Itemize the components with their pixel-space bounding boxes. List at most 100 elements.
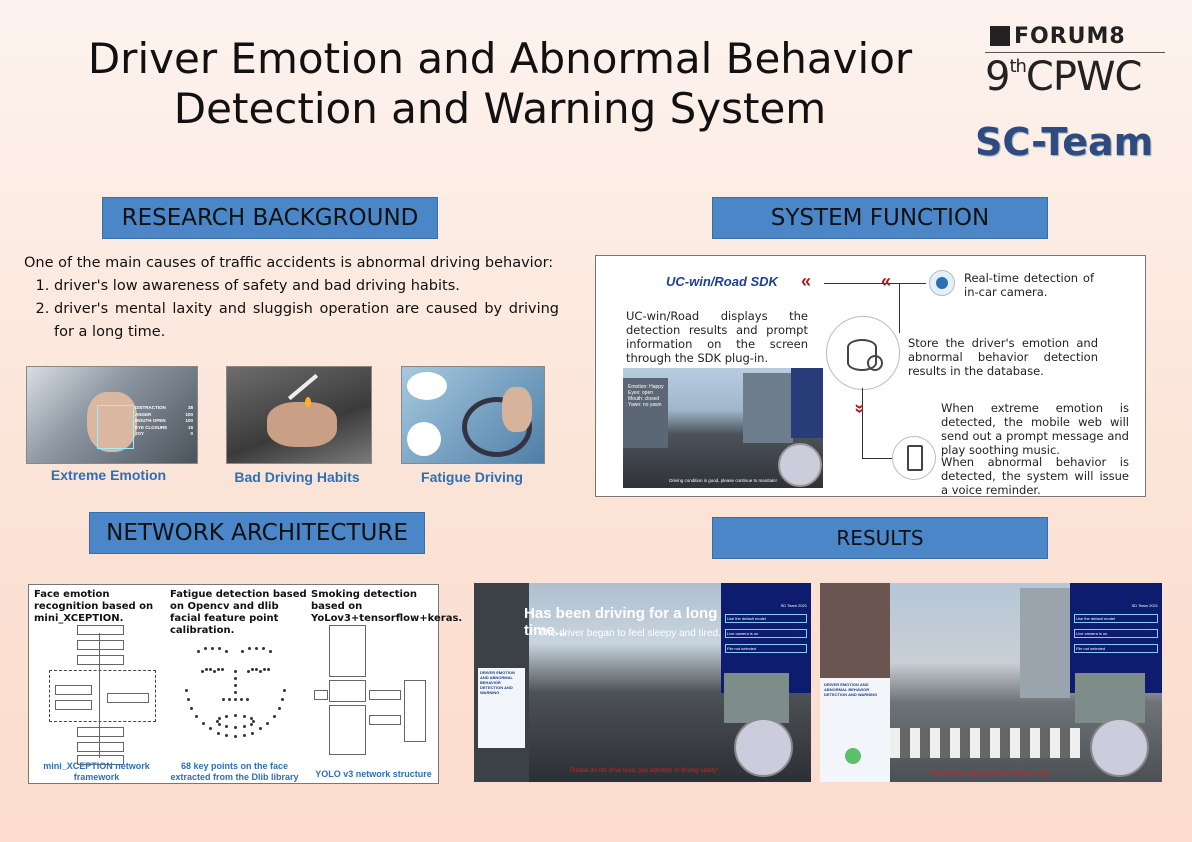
database-circle bbox=[826, 316, 900, 390]
network-block bbox=[314, 690, 328, 700]
connector-line bbox=[862, 388, 863, 458]
network-block bbox=[77, 755, 124, 765]
forum8-text: FORUM8 bbox=[1014, 24, 1126, 49]
caption-fatigue: Fatigue Driving bbox=[421, 469, 523, 485]
speedometer bbox=[778, 443, 822, 487]
landmark-point bbox=[251, 668, 254, 671]
landmark-point bbox=[225, 734, 229, 738]
detection-panel bbox=[791, 368, 823, 438]
phone-screen: DRIVER EMOTION AND ABNORMAL BEHAVIOR DET… bbox=[820, 678, 890, 782]
cigarette-shape bbox=[287, 373, 319, 401]
cpwc-number: 9 bbox=[985, 54, 1010, 100]
warning-description-2: When abnormal behavior is detected, the … bbox=[941, 455, 1129, 497]
panel-item: Live camera is on bbox=[1074, 629, 1158, 638]
building-shape bbox=[743, 373, 793, 443]
system-function-header: SYSTEM FUNCTION bbox=[712, 197, 1048, 239]
camera-feed bbox=[1075, 673, 1145, 723]
landmark-point bbox=[218, 717, 222, 720]
landmark-point bbox=[221, 668, 224, 671]
landmark-point bbox=[255, 647, 258, 650]
team-name: SC-Team bbox=[975, 120, 1154, 164]
landmark-point bbox=[222, 698, 225, 701]
fatigue-heading: Fatigue detection based on Opencv and dl… bbox=[170, 589, 307, 636]
landmark-point bbox=[262, 647, 265, 650]
cube-icon bbox=[990, 26, 1010, 46]
xception-diagram bbox=[47, 625, 157, 765]
landmark-point bbox=[267, 668, 270, 671]
network-block bbox=[369, 715, 401, 725]
face-landmarks bbox=[179, 640, 289, 755]
landmark-point bbox=[240, 698, 243, 701]
arrow-down-icon: « bbox=[848, 403, 869, 414]
cpwc-text: CPWC bbox=[1025, 54, 1143, 100]
caption-extreme-emotion: Extreme Emotion bbox=[50, 467, 167, 483]
smoking-heading: Smoking detection based on YoLov3+tensor… bbox=[311, 589, 463, 624]
landmark-point bbox=[249, 723, 253, 726]
landmark-point bbox=[259, 727, 263, 731]
landmark-point bbox=[263, 668, 266, 671]
database-description: Store the driver's emotion and abnormal … bbox=[908, 336, 1098, 378]
landmark-point bbox=[243, 714, 246, 718]
network-block bbox=[77, 742, 124, 752]
landmark-point bbox=[205, 668, 208, 671]
landmark-point bbox=[248, 647, 251, 650]
panel-item: File not selected bbox=[725, 644, 807, 653]
landmark-point bbox=[213, 670, 216, 673]
panel-item: File not selected bbox=[1074, 644, 1158, 653]
dlib-caption: 68 key points on the face extracted from… bbox=[170, 761, 299, 782]
landmark-point bbox=[269, 650, 272, 653]
landmark-point bbox=[225, 714, 228, 718]
cpwc-sup: th bbox=[1009, 56, 1026, 77]
panel-item: Use the default model bbox=[725, 614, 807, 623]
logo-divider bbox=[985, 52, 1165, 53]
flow-line bbox=[99, 633, 100, 758]
arrow-left-icon: « bbox=[801, 271, 812, 291]
ucwin-description: UC-win/Road displays the detection resul… bbox=[626, 309, 808, 365]
network-block bbox=[77, 640, 124, 650]
phone-screen: DRIVER EMOTION AND ABNORMAL BEHAVIOR DET… bbox=[478, 668, 525, 748]
landmark-point bbox=[225, 650, 228, 653]
yolo-diagram bbox=[314, 625, 429, 755]
network-block bbox=[77, 655, 124, 665]
landmark-point bbox=[266, 721, 270, 725]
landmark-point bbox=[249, 717, 253, 720]
landmark-point bbox=[234, 726, 237, 729]
background-list: driver's low awareness of safety and bad… bbox=[24, 275, 559, 344]
title-line-1: Driver Emotion and Abnormal Behavior bbox=[87, 34, 913, 83]
landmark-point bbox=[217, 668, 220, 671]
network-block bbox=[107, 693, 149, 703]
cpwc-logo: 9thCPWC bbox=[985, 54, 1170, 100]
panel-date: SD Team 2021 bbox=[780, 603, 807, 608]
landmark-point bbox=[247, 670, 250, 673]
landmark-point bbox=[190, 706, 194, 710]
caption-bad-habits: Bad Driving Habits bbox=[234, 469, 360, 485]
landmark-point bbox=[283, 688, 287, 692]
connector-line bbox=[896, 283, 926, 284]
face-box bbox=[97, 405, 134, 449]
phone-title: DRIVER EMOTION AND ABNORMAL BEHAVIOR DET… bbox=[824, 682, 878, 697]
landmark-point bbox=[216, 731, 220, 735]
landmark-point bbox=[255, 668, 258, 671]
connector-line bbox=[899, 283, 900, 333]
phone-icon bbox=[907, 445, 923, 471]
result-1-title: Has been driving for a long time... bbox=[524, 605, 718, 639]
xception-caption: mini_XCEPTION network framework bbox=[43, 761, 150, 782]
face-shape bbox=[87, 392, 137, 452]
eye-circle bbox=[407, 372, 447, 400]
landmark-point bbox=[272, 714, 276, 718]
landmark-point bbox=[234, 735, 237, 738]
landmark-point bbox=[241, 650, 244, 653]
connector-line bbox=[824, 283, 899, 284]
camera-description: Real-time detection of in-car camera. bbox=[964, 271, 1094, 299]
landmark-point bbox=[246, 698, 249, 701]
landmark-point bbox=[242, 734, 246, 738]
phone-mockup: DRIVER EMOTION AND ABNORMAL BEHAVIOR DET… bbox=[474, 583, 529, 782]
network-block bbox=[55, 700, 92, 710]
landmark-point bbox=[234, 714, 237, 717]
background-item: driver's mental laxity and sluggish oper… bbox=[54, 298, 559, 344]
result-screenshot-2: DRIVER EMOTION AND ABNORMAL BEHAVIOR DET… bbox=[820, 583, 1162, 782]
landmark-point bbox=[218, 647, 221, 650]
warning-description-1: When extreme emotion is detected, the mo… bbox=[941, 401, 1129, 457]
speedometer bbox=[1090, 718, 1149, 777]
